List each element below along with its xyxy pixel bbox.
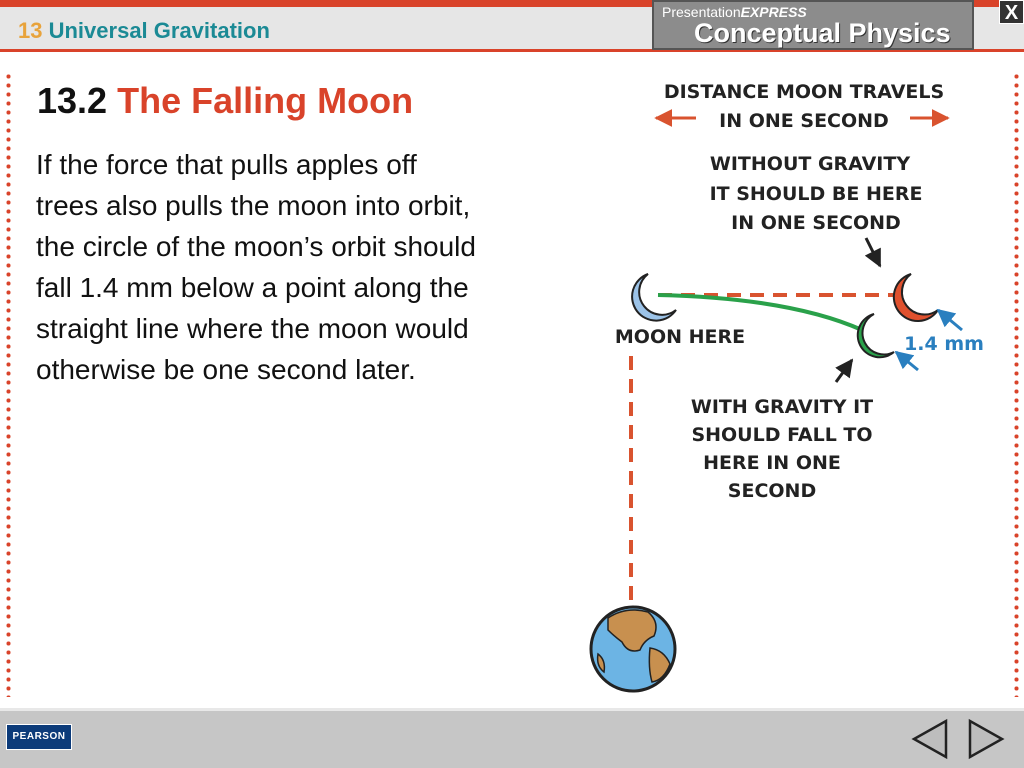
close-button[interactable]: X — [999, 0, 1024, 24]
previous-slide-button[interactable] — [910, 718, 950, 760]
next-slide-button[interactable] — [966, 718, 1006, 760]
slide-body-text: If the force that pulls apples off trees… — [36, 149, 476, 385]
with-gravity-line3: HERE IN ONE — [703, 452, 841, 474]
moon-without-gravity-icon — [892, 273, 939, 323]
slide-title: 13.2 The Falling Moon — [37, 80, 413, 122]
logo-conceptual-physics: Conceptual Physics — [694, 18, 951, 48]
chapter-number: 13 — [18, 18, 43, 43]
pearson-logo: PEARSON — [6, 724, 72, 750]
section-number: 13.2 — [37, 80, 108, 121]
moon-here-label: MOON HERE — [615, 326, 745, 348]
header-accent-stripe — [0, 0, 1024, 7]
with-gravity-line1: WITH GRAVITY IT — [691, 396, 873, 418]
moon-start-icon — [631, 273, 677, 322]
right-triangle-icon — [968, 718, 1005, 760]
section-title: The Falling Moon — [117, 80, 414, 121]
chapter-title: Universal Gravitation — [48, 18, 270, 43]
earth-icon — [589, 605, 677, 693]
logo-presentation-express: PresentationEXPRESS — [662, 4, 807, 20]
without-gravity-arrow — [864, 237, 882, 268]
with-gravity-arrow — [834, 358, 854, 383]
footer-bar — [0, 708, 1024, 768]
left-dotted-border — [6, 72, 11, 697]
fall-arrow-bottom — [894, 350, 919, 372]
distance-label-line2: IN ONE SECOND — [719, 110, 889, 132]
chapter-heading: 13 Universal Gravitation — [18, 18, 270, 44]
product-logo: PresentationEXPRESS Conceptual Physics — [652, 0, 974, 50]
header-divider — [0, 49, 1024, 52]
left-triangle-icon — [911, 718, 948, 760]
without-gravity-line1: WITHOUT GRAVITY — [710, 153, 910, 175]
fall-distance-label: 1.4 mm — [904, 333, 984, 355]
with-gravity-line2: SHOULD FALL TO — [691, 424, 872, 446]
with-gravity-line4: SECOND — [728, 480, 816, 502]
distance-label-line1: DISTANCE MOON TRAVELS — [664, 81, 944, 103]
fall-arrow-top — [936, 308, 963, 332]
falling-moon-diagram: DISTANCE MOON TRAVELS IN ONE SECOND WITH… — [589, 81, 984, 693]
orbit-curve — [657, 293, 863, 332]
without-gravity-line3: IN ONE SECOND — [731, 212, 901, 234]
right-dotted-border — [1014, 72, 1019, 697]
without-gravity-line2: IT SHOULD BE HERE — [710, 183, 923, 205]
moon-with-gravity-icon — [856, 313, 895, 359]
